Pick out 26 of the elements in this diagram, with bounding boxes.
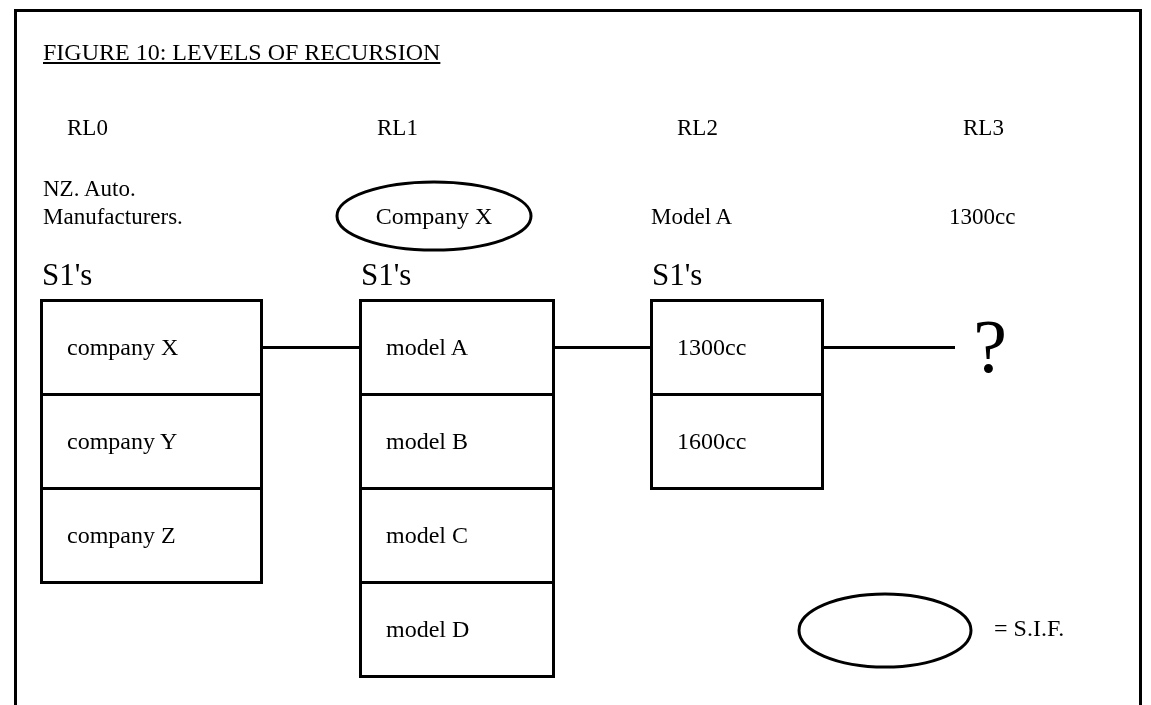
stack-heading: S1's — [42, 256, 93, 294]
connector-line — [555, 346, 650, 349]
level-label: RL0 — [67, 114, 108, 142]
stack-cell: model C — [359, 487, 555, 584]
connector-line — [824, 346, 955, 349]
level-label: RL1 — [377, 114, 418, 142]
figure-title: FIGURE 10: LEVELS OF RECURSION — [43, 38, 441, 66]
item-label: Model A — [651, 203, 733, 231]
connector-line — [263, 346, 359, 349]
stack-cell: company X — [40, 299, 263, 396]
stack-cell: model D — [359, 581, 555, 678]
stack-cell: 1300cc — [650, 299, 824, 396]
stack-cell: model B — [359, 393, 555, 490]
group-label: NZ. Auto. Manufacturers. — [43, 175, 184, 231]
stack-cell: 1600cc — [650, 393, 824, 490]
level-label: RL2 — [677, 114, 718, 142]
stack-cell: model A — [359, 299, 555, 396]
stack-cell: company Y — [40, 393, 263, 490]
ellipse-node: Company X — [335, 180, 533, 252]
stack-cell: company Z — [40, 487, 263, 584]
item-label: 1300cc — [949, 203, 1016, 231]
question-mark: ? — [955, 298, 1025, 394]
stack-heading: S1's — [361, 256, 412, 294]
level-label: RL3 — [963, 114, 1004, 142]
stack-heading: S1's — [652, 256, 703, 294]
legend-text: = S.I.F. — [994, 614, 1065, 642]
